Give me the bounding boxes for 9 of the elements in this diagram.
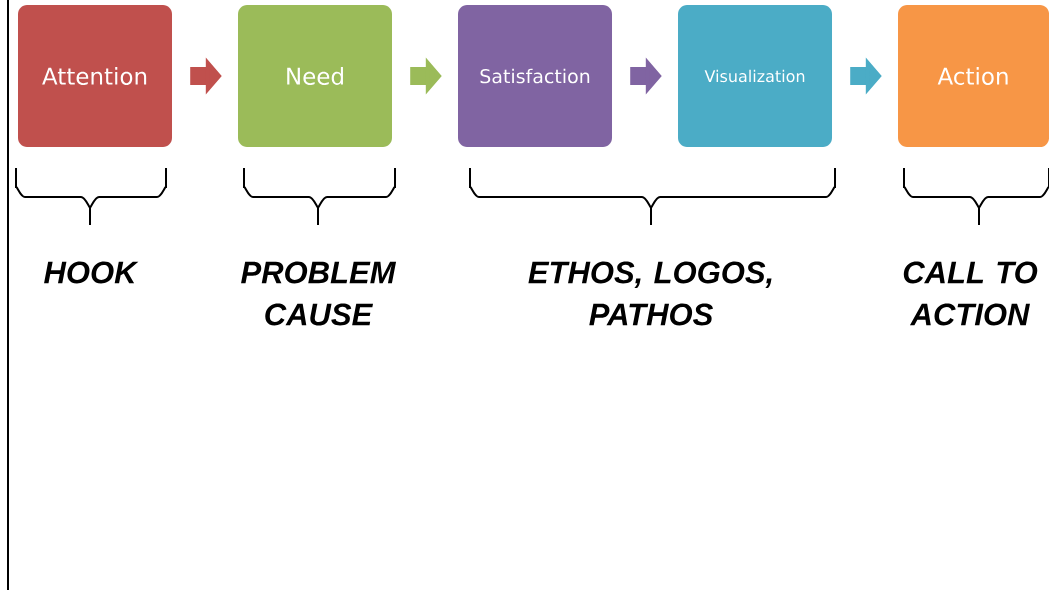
category-label: CALL TO ACTION	[903, 261, 1038, 326]
category-label: HOOK	[44, 261, 139, 284]
process-box: Visualization	[678, 5, 832, 147]
category-label: ETHOS, LOGOS, PATHOS	[528, 261, 772, 326]
process-box: Action	[898, 5, 1049, 147]
process-box: Satisfaction	[458, 5, 612, 147]
process-box: Need	[238, 5, 392, 147]
process-box: Attention	[18, 5, 172, 147]
category-label: PROBLEM CAUSE	[241, 261, 397, 326]
